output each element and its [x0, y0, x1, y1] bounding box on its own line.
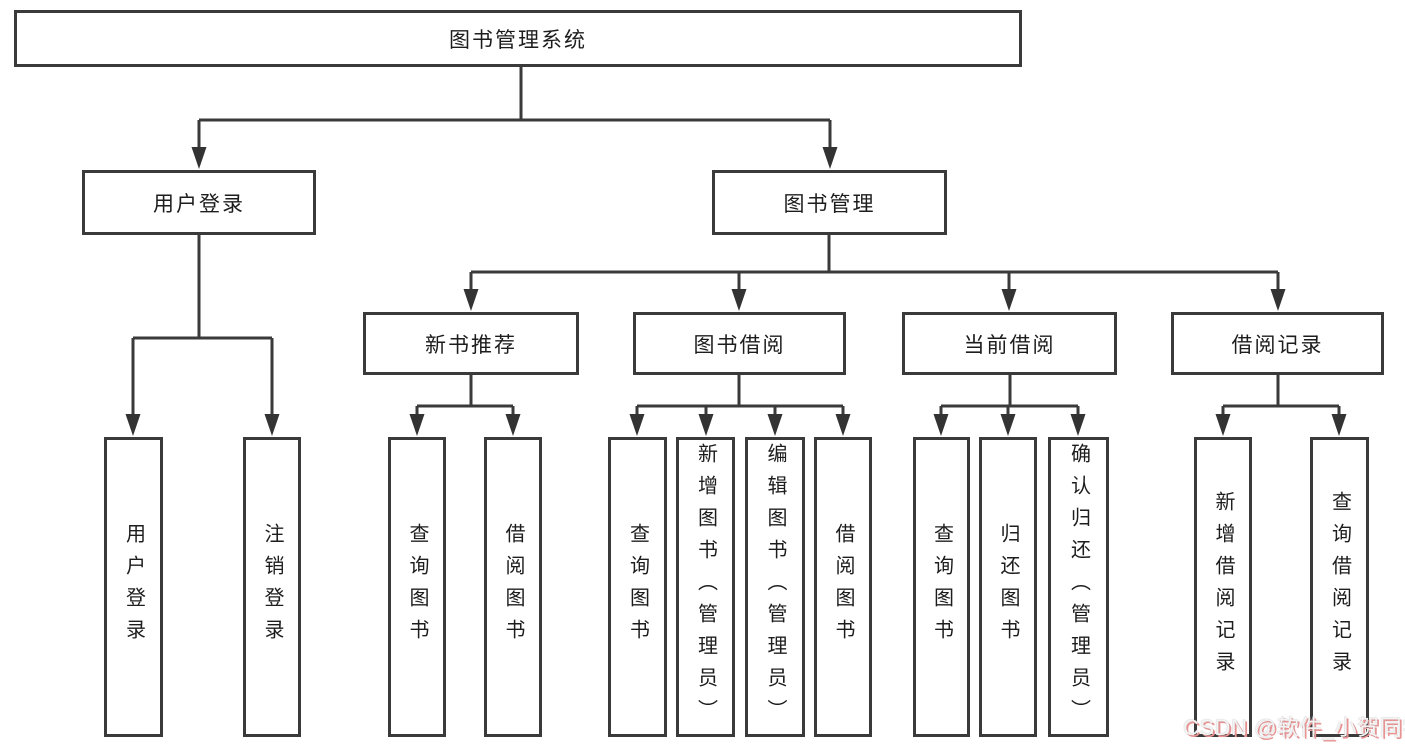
- leaf-query-books-current-label: 查询图书: [930, 523, 953, 651]
- leaf-query-books-borrowing: 查询图书: [608, 437, 667, 737]
- leaf-confirm-return-admin: 确认归还（管理员）: [1048, 437, 1109, 737]
- leaf-return-books: 归还图书: [979, 437, 1037, 737]
- leaf-add-borrow-record: 新增借阅记录: [1194, 437, 1252, 737]
- node-current-borrowing: 当前借阅: [902, 312, 1117, 375]
- leaf-borrow-books-borrowing: 借阅图书: [814, 437, 872, 737]
- node-book-borrowing: 图书借阅: [633, 312, 846, 375]
- leaf-edit-books-admin-label: 编辑图书（管理员）: [764, 443, 786, 731]
- node-new-book-recommendation: 新书推荐: [363, 312, 579, 375]
- leaf-query-books-borrowing-label: 查询图书: [626, 523, 649, 651]
- leaf-query-books-recommend: 查询图书: [388, 437, 446, 737]
- node-library-management-system: 图书管理系统: [14, 10, 1022, 67]
- node-borrowing-records: 借阅记录: [1171, 312, 1384, 375]
- leaf-add-borrow-record-label: 新增借阅记录: [1212, 491, 1234, 683]
- leaf-query-borrow-record-label: 查询借阅记录: [1328, 491, 1351, 683]
- leaf-query-books-recommend-label: 查询图书: [406, 523, 428, 651]
- csdn-watermark: CSDN @软件_小贺同学: [1183, 715, 1405, 740]
- leaf-add-books-admin: 新增图书（管理员）: [676, 437, 735, 737]
- leaf-logout-login-label: 注销登录: [261, 523, 283, 651]
- leaf-borrow-books-recommend-label: 借阅图书: [502, 523, 524, 651]
- leaf-return-books-label: 归还图书: [997, 523, 1019, 651]
- leaf-confirm-return-admin-label: 确认归还（管理员）: [1067, 443, 1090, 731]
- leaf-edit-books-admin: 编辑图书（管理员）: [745, 437, 805, 737]
- leaf-user-login: 用户登录: [104, 437, 163, 737]
- leaf-borrow-books-recommend: 借阅图书: [484, 437, 542, 737]
- leaf-query-borrow-record: 查询借阅记录: [1310, 437, 1369, 737]
- leaf-add-books-admin-label: 新增图书（管理员）: [694, 443, 717, 731]
- leaf-user-login-label: 用户登录: [122, 523, 145, 651]
- leaf-query-books-current: 查询图书: [913, 437, 970, 737]
- arrowheads: [125, 147, 1347, 436]
- leaf-borrow-books-borrowing-label: 借阅图书: [832, 523, 854, 651]
- node-book-management: 图书管理: [712, 170, 947, 235]
- leaf-logout-login: 注销登录: [243, 437, 301, 737]
- node-user-login: 用户登录: [82, 170, 316, 235]
